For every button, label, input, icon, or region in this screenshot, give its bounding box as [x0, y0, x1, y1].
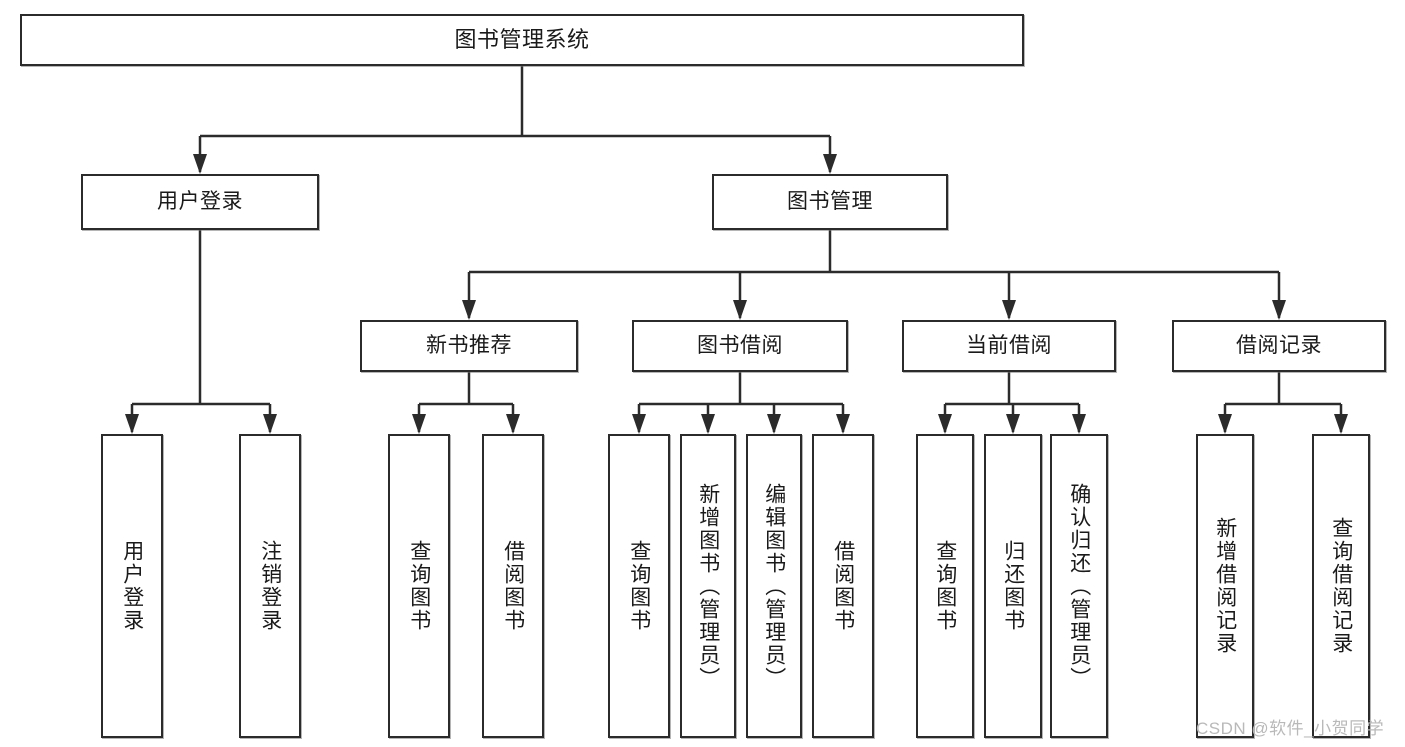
arrowhead-leaf-query-book-2: [632, 414, 646, 434]
node-label: 查询图书: [407, 540, 431, 632]
node-label: 图书管理: [787, 190, 873, 214]
node-label: 当前借阅: [966, 334, 1052, 358]
node-label: 新增图书（管理员）: [696, 482, 720, 690]
node-leaf-borrow-book-2[interactable]: 借阅图书: [812, 434, 874, 738]
node-label: 新增借阅记录: [1213, 517, 1237, 655]
arrowhead-leaf-user-logout: [263, 414, 277, 434]
node-label: 确认归还（管理员）: [1067, 482, 1091, 690]
node-label: 用户登录: [157, 190, 243, 214]
arrowhead-leaf-borrow-book-1: [506, 414, 520, 434]
arrowhead-leaf-confirm-return: [1072, 414, 1086, 434]
arrowhead-leaf-borrow-book-2: [836, 414, 850, 434]
arrowhead-leaf-user-login: [125, 414, 139, 434]
arrowhead-records: [1272, 300, 1286, 320]
arrowhead-login: [193, 154, 207, 174]
node-label: 归还图书: [1001, 540, 1025, 632]
node-label: 借阅记录: [1236, 334, 1322, 358]
node-label: 注销登录: [258, 540, 282, 632]
node-leaf-confirm-return[interactable]: 确认归还（管理员）: [1050, 434, 1108, 738]
node-leaf-user-login[interactable]: 用户登录: [101, 434, 163, 738]
node-records[interactable]: 借阅记录: [1172, 320, 1386, 372]
arrowhead-leaf-query-book-3: [938, 414, 952, 434]
node-label: 图书管理系统: [454, 26, 590, 52]
node-label: 借阅图书: [831, 540, 855, 632]
arrowhead-borrow: [733, 300, 747, 320]
arrowhead-newbook: [462, 300, 476, 320]
arrowhead-leaf-query-book-1: [412, 414, 426, 434]
node-label: 用户登录: [120, 540, 144, 632]
node-root[interactable]: 图书管理系统: [20, 14, 1024, 66]
node-leaf-borrow-book-1[interactable]: 借阅图书: [482, 434, 544, 738]
node-leaf-user-logout[interactable]: 注销登录: [239, 434, 301, 738]
arrowhead-leaf-add-record: [1218, 414, 1232, 434]
arrowhead-leaf-return-book: [1006, 414, 1020, 434]
node-label: 新书推荐: [426, 334, 512, 358]
arrowhead-bookmgmt: [823, 154, 837, 174]
node-leaf-query-book-3[interactable]: 查询图书: [916, 434, 974, 738]
node-leaf-query-record[interactable]: 查询借阅记录: [1312, 434, 1370, 738]
arrowhead-leaf-edit-book: [767, 414, 781, 434]
node-leaf-query-book-1[interactable]: 查询图书: [388, 434, 450, 738]
node-newbook[interactable]: 新书推荐: [360, 320, 578, 372]
node-leaf-add-record[interactable]: 新增借阅记录: [1196, 434, 1254, 738]
node-leaf-return-book[interactable]: 归还图书: [984, 434, 1042, 738]
node-leaf-add-book[interactable]: 新增图书（管理员）: [680, 434, 736, 738]
node-leaf-query-book-2[interactable]: 查询图书: [608, 434, 670, 738]
arrowhead-leaf-add-book: [701, 414, 715, 434]
node-current[interactable]: 当前借阅: [902, 320, 1116, 372]
node-label: 查询图书: [627, 540, 651, 632]
node-login[interactable]: 用户登录: [81, 174, 319, 230]
node-label: 查询图书: [933, 540, 957, 632]
arrowhead-current: [1002, 300, 1016, 320]
node-borrow[interactable]: 图书借阅: [632, 320, 848, 372]
node-label: 查询借阅记录: [1329, 517, 1353, 655]
node-label: 图书借阅: [697, 334, 783, 358]
node-bookmgmt[interactable]: 图书管理: [712, 174, 948, 230]
arrowhead-leaf-query-record: [1334, 414, 1348, 434]
node-leaf-edit-book[interactable]: 编辑图书（管理员）: [746, 434, 802, 738]
node-label: 借阅图书: [501, 540, 525, 632]
node-label: 编辑图书（管理员）: [762, 482, 786, 690]
